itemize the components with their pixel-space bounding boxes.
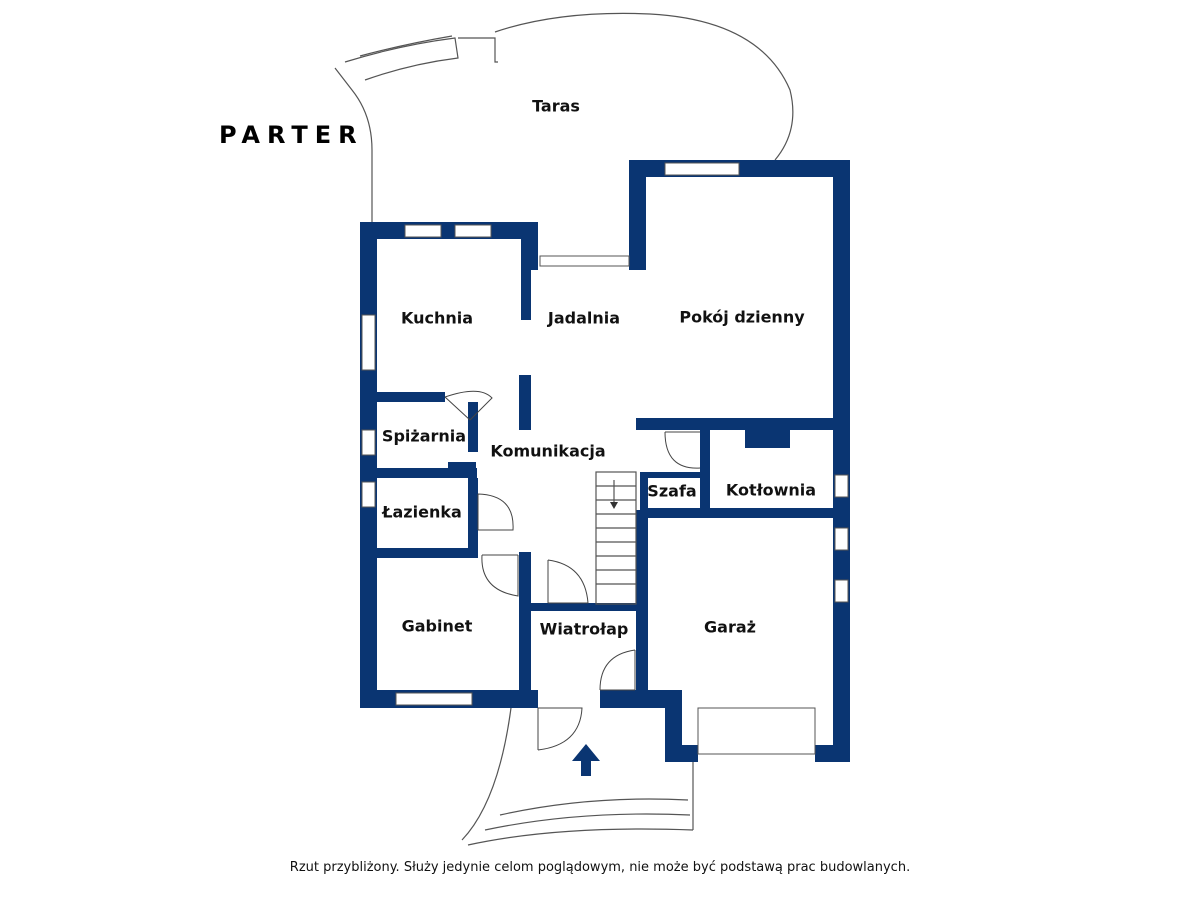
- wall-pantry-top: [377, 392, 445, 402]
- wall-right: [833, 160, 850, 762]
- wall-stub: [521, 270, 531, 320]
- wall-garage-top: [645, 508, 850, 518]
- wall-living-bottom: [636, 418, 850, 430]
- wall-garage-corner-left: [665, 745, 698, 762]
- wall-kitchen-dining: [521, 222, 538, 270]
- room-spizarnia: Spiżarnia: [381, 426, 467, 446]
- terrace-outline: [334, 12, 794, 222]
- wall-living-left: [629, 160, 646, 270]
- room-gabinet: Gabinet: [401, 616, 473, 636]
- room-taras: Taras: [532, 96, 580, 116]
- wall-bath-right: [468, 478, 478, 558]
- wall-garage-corner-right: [815, 745, 850, 762]
- doors: [444, 390, 701, 751]
- floor-title: PARTER: [219, 121, 364, 149]
- wall-garage-front-left: [665, 690, 682, 762]
- room-lazienka: Łazienka: [382, 502, 462, 522]
- room-garaz: Garaż: [704, 617, 756, 637]
- arrow-up-icon: [572, 744, 600, 776]
- wall-kitchen-top: [360, 222, 538, 239]
- stairs: [595, 471, 637, 605]
- wall-boiler-left: [700, 430, 710, 510]
- wall-pantry-block: [448, 462, 476, 478]
- chimney: [745, 430, 790, 448]
- disclaimer: Rzut przybliżony. Służy jedynie celom po…: [289, 860, 911, 875]
- wall-wardrobe-top: [645, 472, 700, 478]
- walls: [360, 160, 850, 762]
- windows: [361, 162, 849, 706]
- wall-vestibule-top: [531, 603, 643, 611]
- wall-bath-bottom: [377, 548, 477, 558]
- wall-office-right: [519, 552, 531, 708]
- room-komunikacja: Komunikacja: [490, 441, 606, 461]
- wall-bottom-mid: [600, 690, 682, 708]
- column: [519, 375, 531, 430]
- wall-wardrobe-left: [640, 472, 648, 512]
- room-pokoj-dzienny: Pokój dzienny: [679, 307, 805, 327]
- wall-garage-left: [636, 510, 648, 690]
- room-kotlownia: Kotłownia: [725, 480, 817, 500]
- wall-pantry-right: [468, 402, 478, 452]
- room-kuchnia: Kuchnia: [400, 308, 474, 328]
- garage-door: [697, 707, 816, 755]
- room-szafa: Szafa: [647, 481, 697, 501]
- wall-left: [360, 222, 377, 708]
- room-jadalnia: Jadalnia: [547, 308, 621, 328]
- room-wiatrolap: Wiatrołap: [539, 619, 629, 639]
- wall-pantry-bottom: [377, 468, 477, 478]
